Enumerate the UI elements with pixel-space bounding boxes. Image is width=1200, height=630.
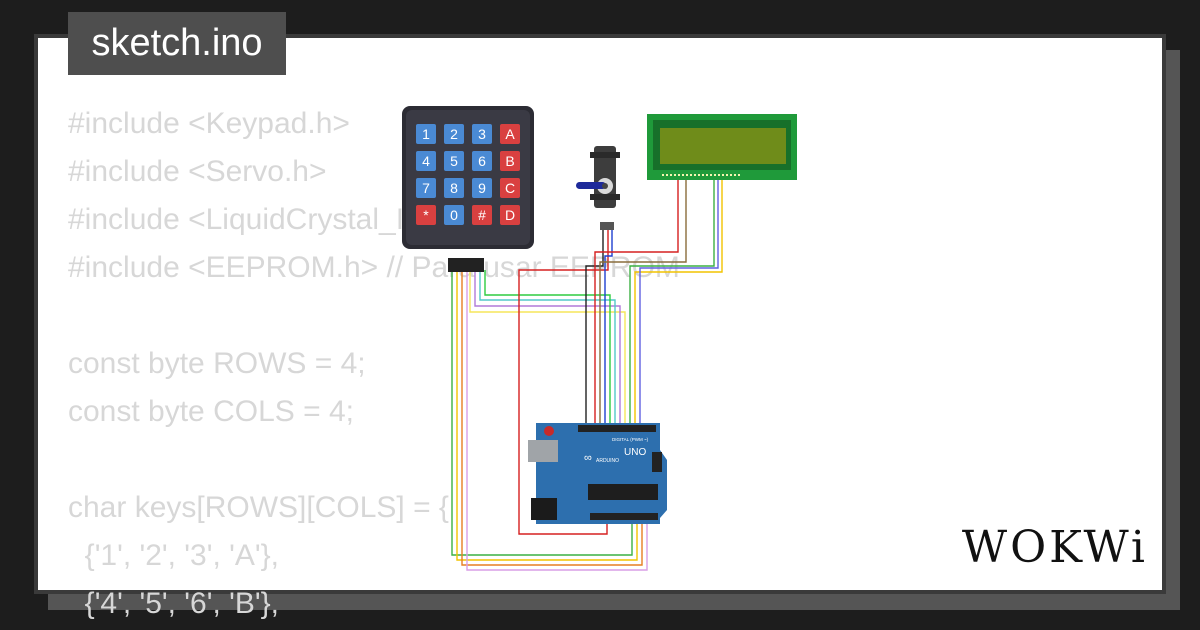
- keypad-connector: [448, 258, 484, 272]
- wokwi-logo: WOKWi: [961, 522, 1148, 573]
- keypad-key-label: 6: [478, 153, 486, 169]
- code-line: #include <Keypad.h>: [68, 107, 350, 140]
- code-line: #include <EEPROM.h> // Para usar EEPROM: [68, 251, 680, 284]
- code-line: #include <Servo.h>: [68, 155, 327, 188]
- keypad-key[interactable]: 5: [444, 151, 464, 171]
- keypad-key-label: 1: [422, 126, 430, 142]
- keypad-key[interactable]: #: [472, 205, 492, 225]
- code-line: const byte COLS = 4;: [68, 395, 354, 428]
- servo-component[interactable]: [576, 146, 620, 230]
- keypad-key[interactable]: 0: [444, 205, 464, 225]
- keypad-key[interactable]: B: [500, 151, 520, 171]
- code-line: {'1', '2', '3', 'A'},: [68, 539, 279, 572]
- reset-button: [544, 426, 554, 436]
- lcd-component[interactable]: [647, 114, 797, 180]
- board-brand: ARDUINO: [596, 458, 619, 464]
- file-tab[interactable]: sketch.ino: [68, 12, 286, 75]
- usb-port: [528, 440, 558, 462]
- keypad-component[interactable]: 1 2 3 A 4 5 6 B 7 8 9 C * 0 # D: [402, 106, 534, 272]
- wire-purple-1: [474, 270, 621, 428]
- keypad-key[interactable]: 8: [444, 178, 464, 198]
- wire-brown-lcd: [599, 178, 687, 428]
- code-line: const byte ROWS = 4;: [68, 347, 366, 380]
- keypad-key-label: C: [505, 180, 515, 196]
- keypad-key-label: 7: [422, 180, 430, 196]
- keypad-key[interactable]: 4: [416, 151, 436, 171]
- keypad-key[interactable]: 6: [472, 151, 492, 171]
- keypad-key-label: 8: [450, 180, 458, 196]
- keypad-key[interactable]: 3: [472, 124, 492, 144]
- keypad-key-label: 5: [450, 153, 458, 169]
- keypad-key-label: 3: [478, 126, 486, 142]
- keypad-key-label: D: [505, 207, 515, 223]
- keypad-key[interactable]: 1: [416, 124, 436, 144]
- digital-header: [578, 425, 656, 432]
- keypad-key-label: 0: [450, 207, 458, 223]
- code-line: char keys[ROWS][COLS] = {: [68, 491, 449, 524]
- keypad-key-label: 9: [478, 180, 486, 196]
- board-symbol: ∞: [584, 452, 592, 464]
- wire-blue-servo: [604, 230, 613, 428]
- keypad-key-label: *: [423, 207, 429, 223]
- keypad-key[interactable]: A: [500, 124, 520, 144]
- wire-red-lcd: [594, 178, 679, 428]
- wire-yellow-lcd: [634, 178, 723, 428]
- wire-red-gnd: [518, 520, 608, 535]
- keypad-key-label: A: [505, 126, 515, 142]
- keypad-key[interactable]: *: [416, 205, 436, 225]
- keypad-key[interactable]: C: [500, 178, 520, 198]
- keypad-key-label: #: [478, 207, 486, 223]
- arduino-uno-component[interactable]: ∞ UNO ARDUINO DIGITAL (PWM ~): [528, 423, 667, 524]
- keypad-key[interactable]: D: [500, 205, 520, 225]
- keypad-key-label: 2: [450, 126, 458, 142]
- wire-green-2: [484, 270, 611, 428]
- power-analog-header: [590, 513, 658, 520]
- power-jack: [531, 498, 557, 520]
- wire-green-lcd: [629, 178, 715, 428]
- keypad-key[interactable]: 2: [444, 124, 464, 144]
- wire-blue-lcd: [639, 178, 719, 428]
- keypad-key[interactable]: 9: [472, 178, 492, 198]
- board-model: UNO: [624, 447, 646, 458]
- code-line: {'4', '5', '6', 'B'},: [68, 587, 279, 620]
- keypad-keys: 1 2 3 A 4 5 6 B 7 8 9 C * 0 # D: [416, 124, 520, 225]
- wire-yellow-2: [469, 270, 626, 428]
- wire-cyan-1: [479, 270, 616, 428]
- keypad-key-label: B: [505, 153, 514, 169]
- wire-red-servo: [518, 230, 609, 533]
- board-digital-label: DIGITAL (PWM ~): [612, 437, 649, 442]
- keypad-key[interactable]: 7: [416, 178, 436, 198]
- keypad-key-label: 4: [422, 153, 430, 169]
- atmega-chip: [588, 484, 658, 500]
